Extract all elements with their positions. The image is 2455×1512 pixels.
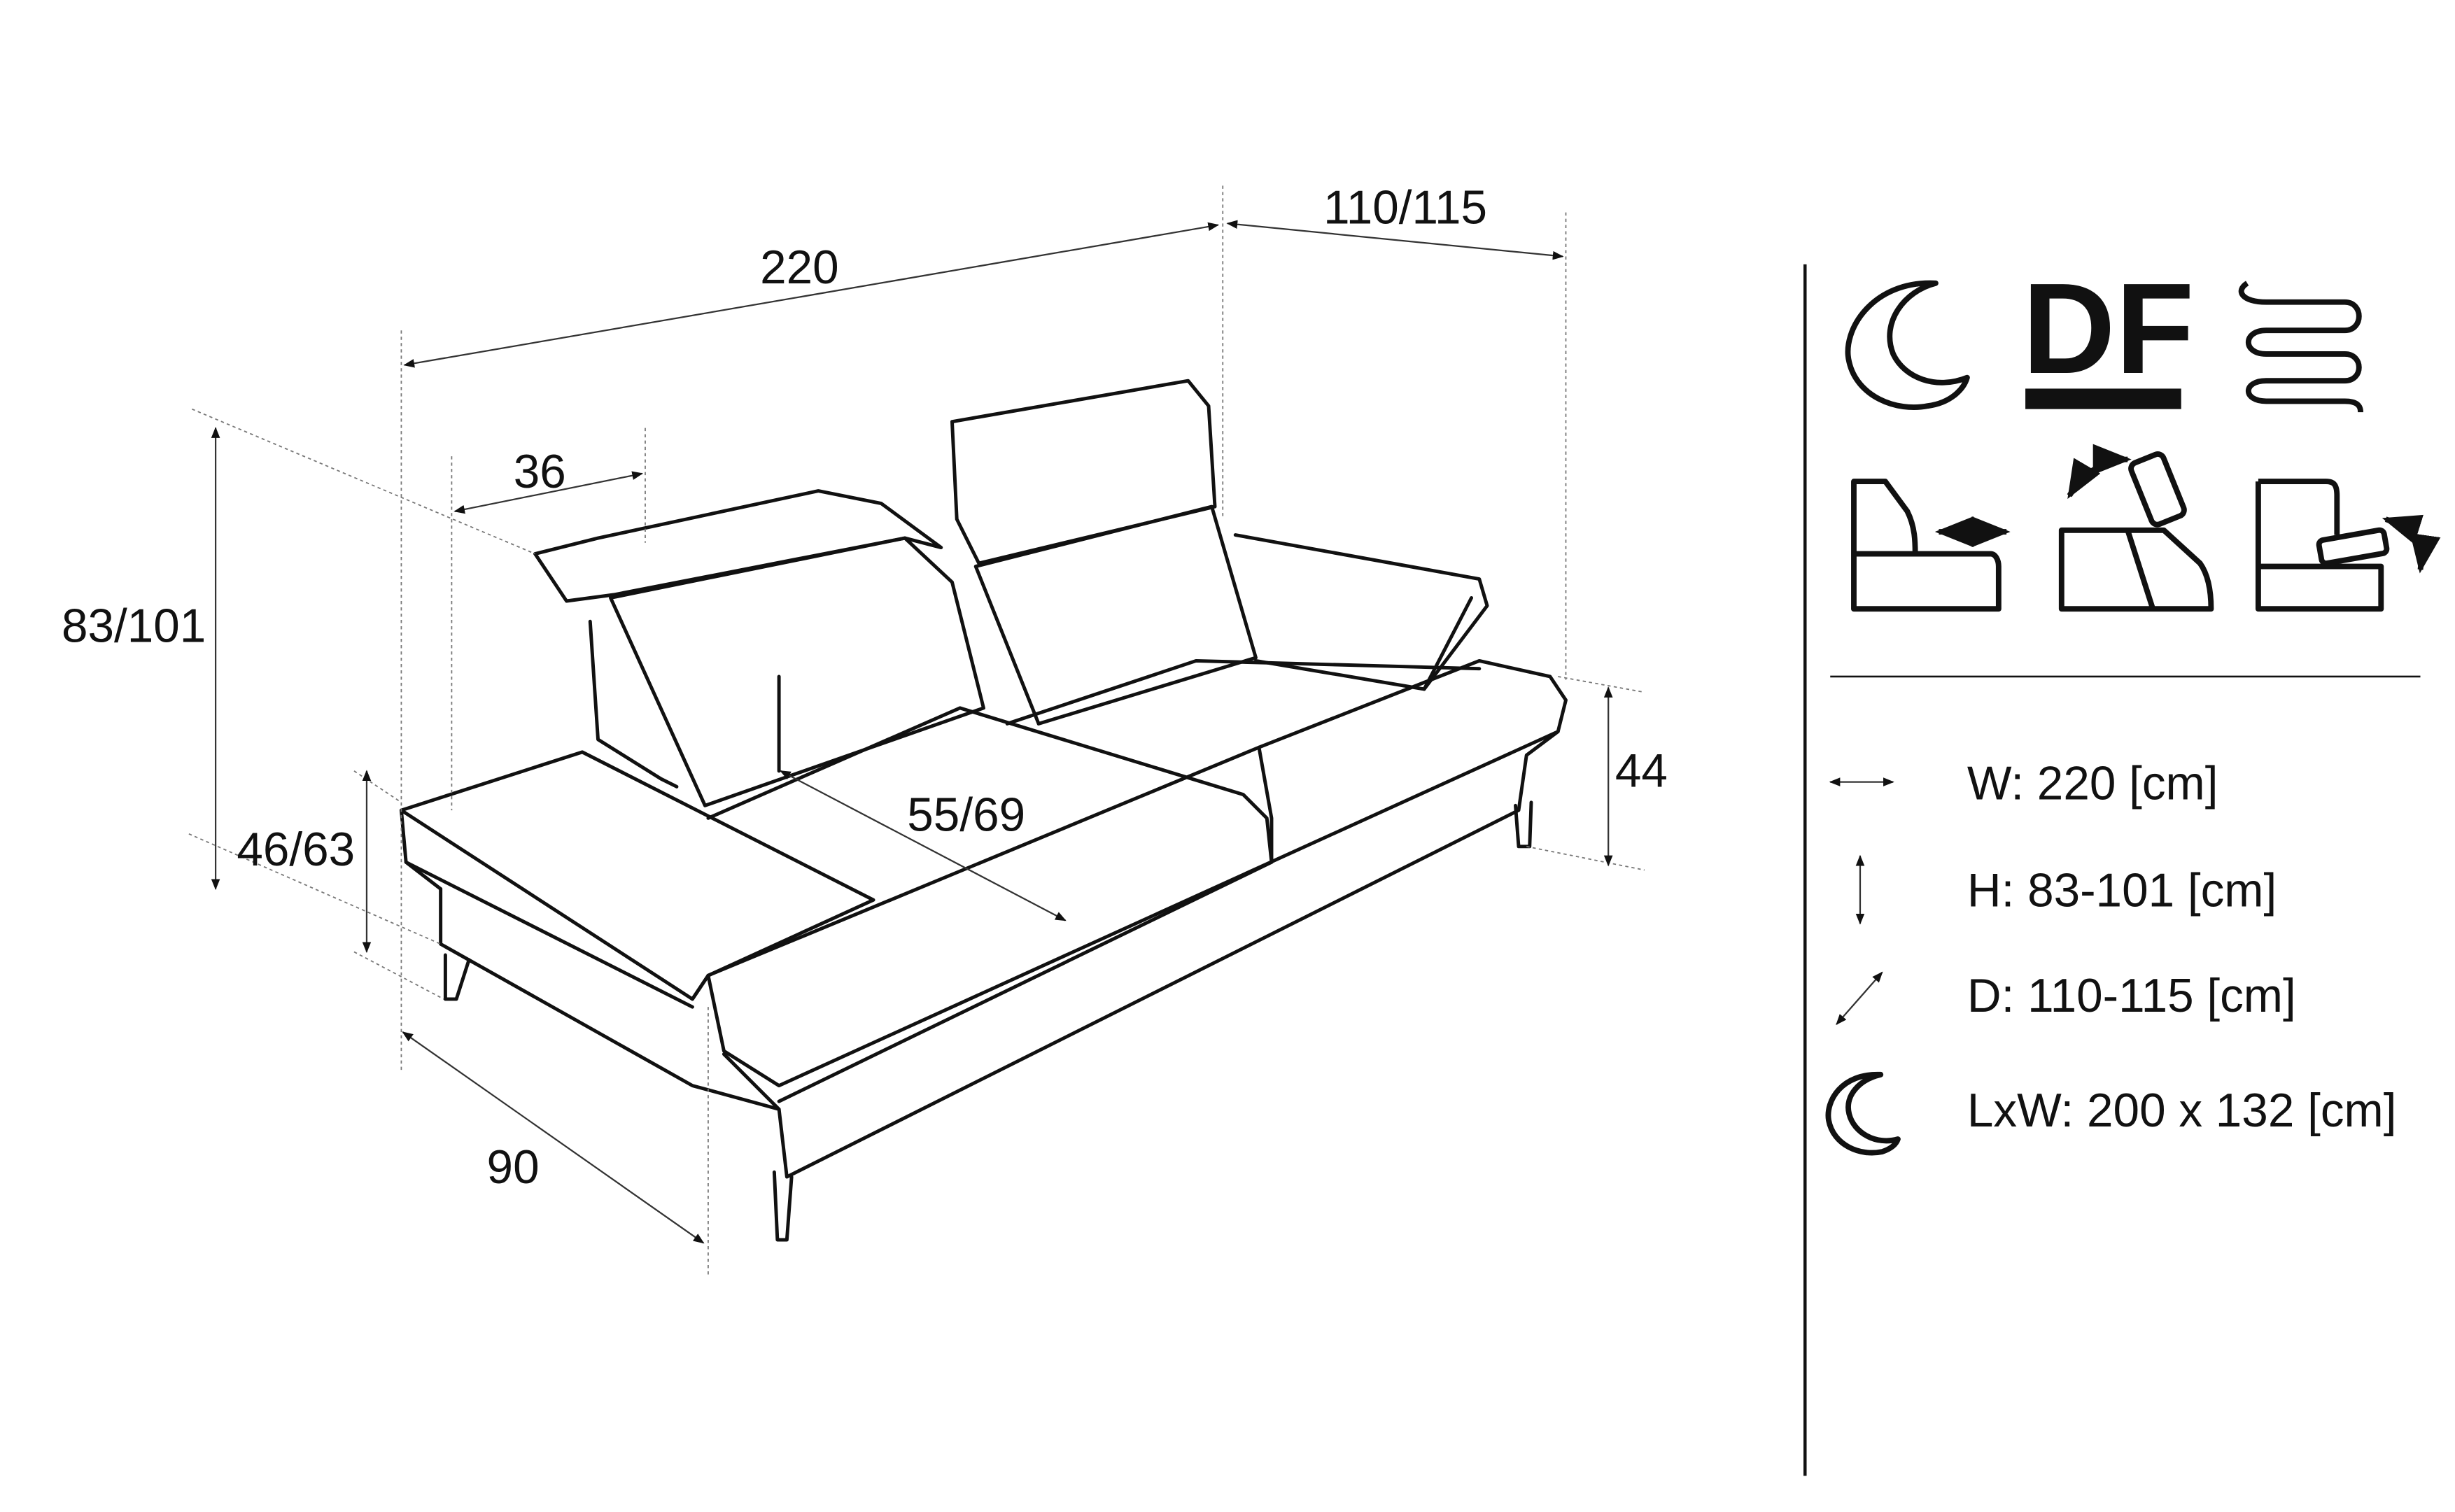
dim-chaise-depth: 90 — [487, 1141, 540, 1194]
spec-bed: LxW: 200 x 132 [cm] — [1967, 1084, 2397, 1137]
moon-icon — [1845, 280, 1970, 411]
diagonal-arrow-icon — [1836, 971, 1883, 1026]
feature-icons: DF — [1845, 257, 2441, 612]
dim-headrest: 36 — [514, 446, 566, 498]
dim-armrest-height: 46/63 — [237, 824, 355, 876]
df-underline — [2025, 388, 2181, 409]
extension-lines — [188, 185, 1645, 1275]
spring-icon — [2238, 281, 2363, 413]
df-label: DF — [2023, 257, 2195, 401]
dimension-lines — [211, 220, 1613, 1244]
dim-seat-height: 44 — [1615, 744, 1668, 797]
spec-depth: D: 110-115 [cm] — [1967, 970, 2296, 1022]
dim-height: 83/101 — [62, 600, 206, 652]
dimension-labels: 220 110/115 36 83/101 46/63 44 90 55/69 — [62, 181, 1668, 1194]
moon-icon — [1825, 1071, 1901, 1156]
dim-seat-depth: 55/69 — [907, 789, 1025, 841]
dim-depth: 110/115 — [1323, 181, 1487, 234]
spec-height: H: 83-101 [cm] — [1967, 864, 2277, 917]
sliding-seat-icon — [1851, 479, 2011, 612]
adjustable-headrest-icon — [2058, 444, 2214, 612]
adjustable-armrest-icon — [2255, 479, 2441, 612]
dim-width: 220 — [760, 241, 839, 294]
spec-list: W: 220 [cm] H: 83-101 [cm] D: 110-115 [c… — [1825, 757, 2397, 1156]
sofa-drawing — [399, 379, 1568, 1242]
spec-width: W: 220 [cm] — [1967, 757, 2218, 810]
